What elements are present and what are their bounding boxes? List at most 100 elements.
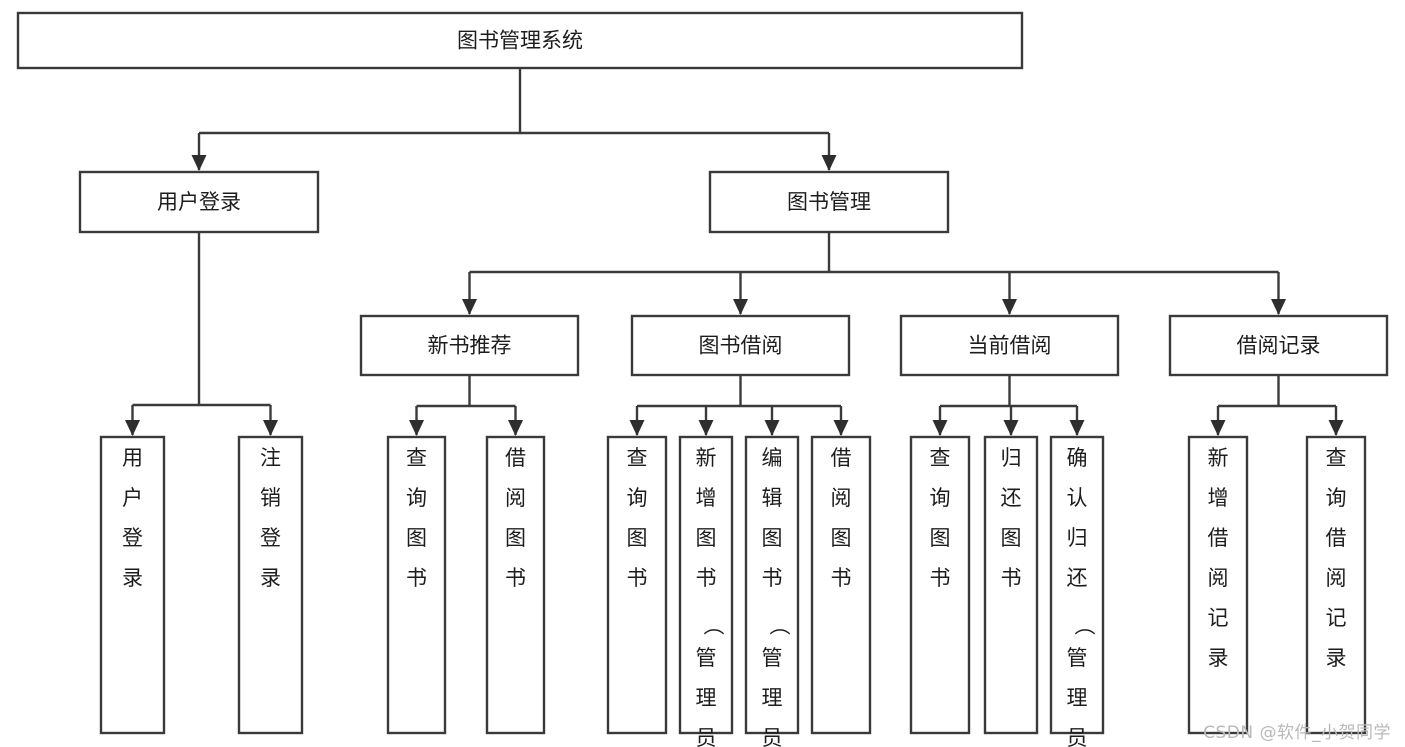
node-box[interactable] — [630, 314, 851, 377]
node-label-char: 管 — [696, 646, 717, 670]
arrow-head-icon — [1002, 299, 1017, 315]
node-label-char: 理 — [1067, 686, 1088, 710]
node-label-char: 录 — [122, 566, 143, 590]
node-label-char: 理 — [762, 686, 783, 710]
node-l3-2[interactable]: 当前借阅 — [899, 314, 1120, 377]
node-label-char: 新 — [696, 446, 717, 470]
node-label-char: 增 — [696, 486, 717, 510]
node-box[interactable] — [983, 435, 1039, 735]
node-box[interactable] — [744, 435, 800, 735]
node-label: 当前借阅 — [968, 334, 1052, 358]
arrow-head-icon — [932, 420, 948, 436]
node-box[interactable] — [909, 435, 971, 735]
node-label: 借阅记录 — [1237, 334, 1321, 358]
node-label-char: 借 — [1326, 526, 1347, 550]
node-l3-1[interactable]: 图书借阅 — [630, 314, 851, 377]
node-label-char: 书 — [406, 566, 427, 590]
node-label-char: 确 — [1067, 446, 1088, 470]
node-l2-1[interactable]: 图书管理 — [708, 170, 950, 234]
node-label-char: 登 — [122, 526, 143, 550]
node-label-char: 询 — [1326, 486, 1347, 510]
node-box[interactable] — [678, 435, 734, 735]
node-box[interactable] — [1049, 435, 1105, 735]
node-label-char: 书 — [930, 566, 951, 590]
node-label-char: 询 — [930, 486, 951, 510]
arrow-head-icon — [764, 420, 780, 436]
node-label-char: 管 — [1067, 646, 1088, 670]
node-label-char: 查 — [627, 446, 648, 470]
node-box[interactable] — [359, 314, 580, 377]
node-label-char: 书 — [696, 566, 717, 590]
node-box[interactable] — [708, 170, 950, 234]
node-l3-0[interactable]: 新书推荐 — [359, 314, 580, 377]
node-label-char: 询 — [627, 486, 648, 510]
node-label-char: 阅 — [1326, 566, 1347, 590]
node-box[interactable] — [386, 435, 447, 735]
node-leaf-0[interactable]: 用户登录 — [99, 435, 166, 735]
arrow-head-icon — [698, 420, 714, 436]
node-box[interactable] — [99, 435, 166, 735]
arrow-head-icon — [1271, 299, 1286, 315]
arrow-head-icon — [733, 299, 748, 315]
node-box[interactable] — [16, 11, 1024, 70]
node-label: 用户登录 — [157, 190, 241, 214]
node-l3-3[interactable]: 借阅记录 — [1168, 314, 1389, 377]
node-label-char: 图 — [627, 526, 648, 550]
node-l2-0[interactable]: 用户登录 — [78, 170, 320, 234]
node-label-char: 归 — [1067, 526, 1088, 550]
arrow-head-icon — [508, 420, 523, 436]
node-label-char: 录 — [260, 566, 281, 590]
node-label-char: 理 — [696, 686, 717, 710]
node-label-char: （ — [701, 615, 725, 636]
node-label-char: 记 — [1208, 606, 1229, 630]
node-label-char: 查 — [930, 446, 951, 470]
node-label-char: 查 — [406, 446, 427, 470]
node-root-0[interactable]: 图书管理系统 — [16, 11, 1024, 70]
node-box[interactable] — [485, 435, 546, 735]
node-box[interactable] — [1168, 314, 1389, 377]
arrow-head-icon — [1328, 420, 1344, 436]
node-box[interactable] — [1187, 435, 1249, 735]
node-label-char: 录 — [1208, 646, 1229, 670]
node-label: 图书管理系统 — [457, 29, 583, 53]
node-label-char: 销 — [260, 486, 281, 510]
node-box[interactable] — [810, 435, 872, 735]
node-label-char: 借 — [505, 446, 526, 470]
node-label-char: 用 — [122, 446, 143, 470]
arrow-head-icon — [821, 155, 837, 171]
node-label-char: 员 — [762, 726, 783, 747]
arrow-head-icon — [1003, 420, 1019, 436]
node-label-char: 记 — [1326, 606, 1347, 630]
node-label-char: 户 — [122, 486, 143, 510]
node-boxes: 图书管理系统用户登录图书管理新书推荐图书借阅当前借阅借阅记录用户登录注销登录查询… — [16, 11, 1389, 747]
node-label-char: 查 — [1326, 446, 1347, 470]
arrow-head-icon — [462, 299, 477, 315]
node-label-char: （ — [767, 615, 791, 636]
node-box[interactable] — [899, 314, 1120, 377]
node-box[interactable] — [237, 435, 304, 735]
node-label-char: 阅 — [505, 486, 526, 510]
node-label-char: 阅 — [1208, 566, 1229, 590]
node-label-char: 借 — [831, 446, 852, 470]
node-box[interactable] — [1305, 435, 1367, 735]
node-label-char: 图 — [930, 526, 951, 550]
node-box[interactable] — [606, 435, 668, 735]
node-box[interactable] — [78, 170, 320, 234]
node-label-char: 书 — [505, 566, 526, 590]
arrow-head-icon — [629, 420, 645, 436]
node-label: 图书借阅 — [699, 334, 783, 358]
node-label-char: 阅 — [831, 486, 852, 510]
